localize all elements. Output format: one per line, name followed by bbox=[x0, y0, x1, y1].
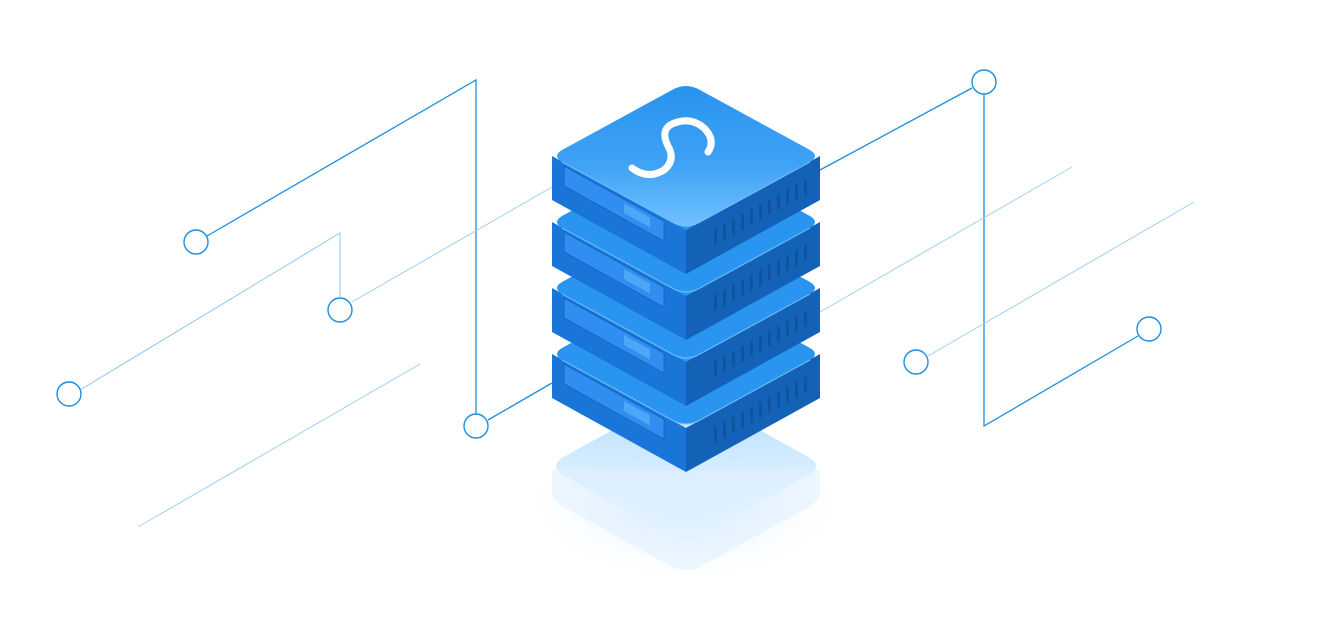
circuit-trace bbox=[137, 363, 421, 528]
logo-icon bbox=[628, 117, 715, 178]
circuit-trace bbox=[819, 87, 973, 171]
node-circle bbox=[971, 69, 997, 95]
circuit-trace bbox=[206, 78, 477, 414]
node-circle bbox=[1136, 316, 1162, 342]
circuit-trace bbox=[351, 186, 553, 303]
node-circle bbox=[463, 413, 489, 439]
server-unit bbox=[552, 86, 820, 274]
node-circle bbox=[56, 381, 82, 407]
circuit-trace bbox=[927, 201, 1195, 357]
circuit-trace bbox=[79, 232, 341, 391]
server-stack bbox=[552, 86, 820, 472]
circuit-trace bbox=[819, 166, 1073, 313]
circuit-lines-right bbox=[819, 69, 1195, 428]
node-circle bbox=[903, 349, 929, 375]
circuit-trace bbox=[983, 94, 1139, 428]
circuit-lines-left bbox=[56, 78, 553, 528]
node-circle bbox=[183, 229, 209, 255]
node-circle bbox=[327, 297, 353, 323]
circuit-trace bbox=[487, 382, 553, 421]
